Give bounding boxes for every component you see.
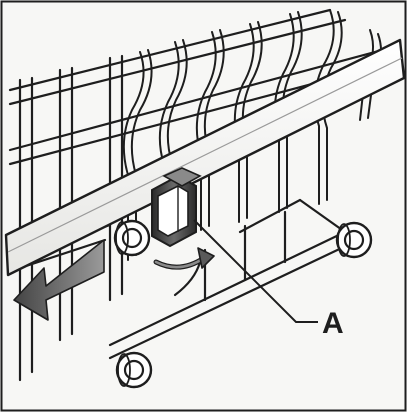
wheel-rear-top bbox=[335, 221, 373, 259]
left-arrow-icon bbox=[13, 239, 105, 321]
wheel-front-top bbox=[113, 219, 151, 257]
callout-label-a: A bbox=[322, 307, 344, 340]
rotate-arrow-icon bbox=[153, 247, 215, 270]
wheel-front-bottom bbox=[115, 351, 153, 389]
rack-tines bbox=[122, 9, 383, 261]
rack-rail bbox=[4, 38, 406, 277]
callout-a: A bbox=[193, 219, 344, 340]
rail-clip-part-a bbox=[151, 167, 202, 248]
